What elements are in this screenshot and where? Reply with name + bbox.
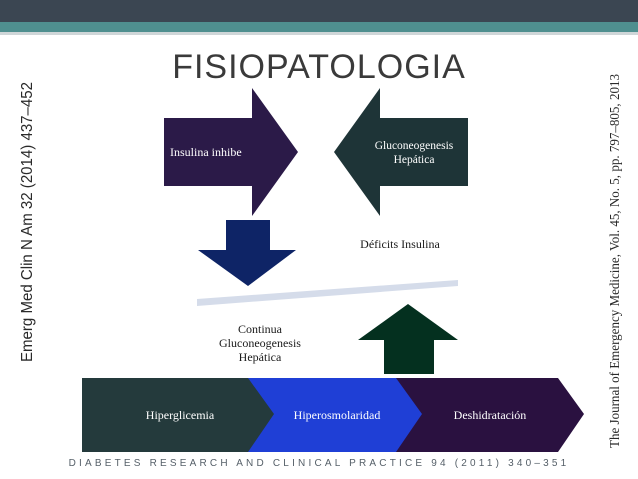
chevron-1-shape: [82, 378, 278, 452]
gluconeogenesis-arrow: [334, 88, 468, 216]
right-citation: The Journal of Emergency Medicine, Vol. …: [607, 74, 622, 448]
insulina-arrow: [164, 88, 298, 216]
gluconeogenesis-label-line1: Gluconeogenesis: [374, 140, 454, 152]
continua-label: Continua Gluconeogenesis Hepática: [200, 322, 320, 364]
balance-bar: [197, 280, 458, 306]
insulina-label: Insulina inhibe: [170, 145, 242, 159]
header-bar-dark: [0, 0, 638, 22]
chevron-3-label: Deshidratación: [453, 408, 527, 422]
chevron-1-label: Hiperglicemia: [145, 408, 215, 422]
continua-label-line3: Hepática: [238, 350, 282, 364]
header-bar-line: [0, 32, 638, 35]
left-citation: Emerg Med Clin N Am 32 (2014) 437–452: [19, 82, 36, 362]
chevron-2-shape: [248, 378, 428, 452]
up-arrow: [358, 304, 458, 374]
right-citation-text: The Journal of Emergency Medicine, Vol. …: [607, 74, 622, 448]
continua-label-line1: Continua: [238, 322, 282, 336]
deficits-label: Déficits Insulina: [360, 237, 440, 251]
gluconeogenesis-label: Gluconeogenesis Hepática: [362, 139, 466, 167]
chevron-2-label: Hiperosmolaridad: [293, 408, 381, 422]
chevron-3-shape: [396, 378, 584, 452]
down-arrow: [198, 220, 296, 286]
bottom-citation: DIABETES RESEARCH AND CLINICAL PRACTICE …: [68, 458, 570, 469]
left-citation-text: Emerg Med Clin N Am 32 (2014) 437–452: [19, 82, 36, 362]
slide-title: FISIOPATOLOGIA: [172, 48, 466, 86]
gluconeogenesis-label-line2: Hepática: [393, 154, 435, 166]
continua-label-line2: Gluconeogenesis: [219, 336, 301, 350]
header-bar-teal: [0, 22, 638, 32]
